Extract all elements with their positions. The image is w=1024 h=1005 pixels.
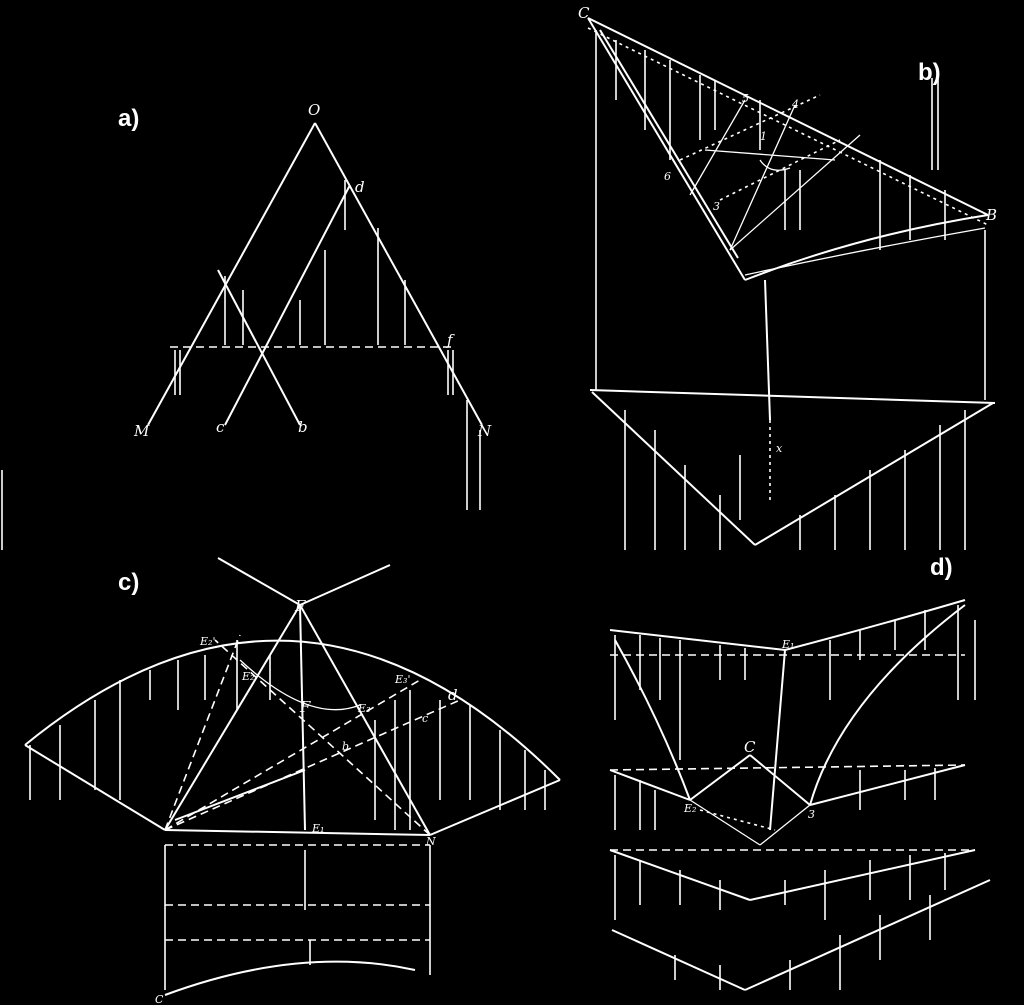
point-d-c: d [448, 686, 458, 704]
point-b-c: b [342, 740, 349, 753]
mid-v1-d [689, 754, 751, 801]
bottom-v-right [744, 879, 991, 991]
arm-left-c [217, 557, 301, 606]
point-E2-prime: E₂' [199, 635, 215, 648]
panel-c-label: c) [118, 569, 139, 596]
hatch-ticks-a [174, 180, 481, 510]
line-to-b [217, 269, 301, 426]
point-x: x [776, 442, 783, 455]
edge-C-bottom [587, 17, 746, 281]
mid-left-d [609, 769, 691, 801]
arm-right-c [299, 564, 391, 606]
point-E1-c: E₁ [311, 822, 324, 835]
point-N: N [477, 422, 492, 440]
v-left-b [591, 391, 756, 546]
point-C-d: C [744, 738, 756, 756]
point-N-c: N [425, 835, 436, 848]
dashed-C-d [164, 699, 461, 831]
point-E3: E₃ [357, 702, 370, 715]
dashed-C-E3 [164, 679, 421, 831]
point-F: F [299, 698, 311, 716]
line-5-6 [689, 99, 746, 196]
point-4: 4 [791, 98, 799, 111]
point-B-b: B [985, 206, 997, 224]
hatch-ticks-d [614, 605, 976, 990]
short-line-c [174, 769, 306, 821]
base-line-b [589, 389, 996, 404]
mid-right-d [809, 764, 966, 806]
dashed-N-E2p [214, 639, 431, 836]
small-arc [759, 159, 791, 171]
base-C-N [164, 829, 431, 836]
right-descent-d [809, 604, 966, 806]
dashed-C-E2 [164, 634, 241, 831]
point-3: 3 [713, 200, 720, 213]
dashed-middle-d [609, 764, 966, 771]
vertical-axis-c [299, 604, 306, 831]
lower-right-c [429, 779, 561, 836]
point-E1-d: E₁ [781, 638, 794, 651]
line-4-3 [729, 104, 796, 251]
point-C-c: C [155, 993, 164, 1005]
point-3-d: 3 [808, 808, 815, 821]
point-c: c [216, 418, 225, 436]
line-diag [729, 134, 861, 251]
curve-to-B [744, 214, 989, 281]
curve-inner-B [744, 227, 986, 276]
center-line-d [769, 649, 786, 831]
point-f: f [446, 331, 455, 349]
dotted-line-6-5 [679, 94, 821, 161]
panel-b: b) [578, 4, 997, 550]
point-6: 6 [664, 170, 671, 183]
point-d: d [355, 178, 365, 196]
point-M: M [133, 422, 150, 440]
cluster-2 [759, 804, 811, 846]
point-C-b: C [578, 4, 590, 22]
dotted-line-3-4 [719, 139, 841, 201]
panel-b-label: b) [918, 59, 941, 86]
mid-v2-d [749, 754, 811, 806]
point-E2-d: E₂ [683, 802, 696, 815]
panel-c: c) [24, 557, 561, 1005]
hatch-ticks-b [595, 30, 986, 550]
lower-v-right [749, 849, 976, 901]
line-C-apex [164, 604, 301, 831]
left-descent-d [614, 639, 691, 801]
arc-F [239, 659, 361, 711]
line-d-to-c [224, 184, 351, 426]
vertical-axis-b [764, 279, 771, 421]
arc-main-c [24, 639, 561, 781]
v-right-b [754, 402, 994, 546]
point-5: 5 [742, 92, 749, 105]
hatch-ticks-c [29, 640, 546, 965]
cluster-1 [689, 799, 761, 846]
point-F-apex: F [294, 597, 306, 615]
line-N-apex [299, 604, 431, 836]
point-b: b [298, 418, 308, 436]
bottom-curve-c [164, 960, 416, 996]
panel-a-label: a) [118, 105, 139, 132]
panel-a: a) O d M c b N f [1, 101, 492, 550]
triangle-left-side [147, 122, 316, 426]
point-c-c: c [422, 712, 428, 725]
triangle-right-side [314, 122, 483, 426]
point-1: 1 [760, 130, 767, 143]
panel-d: d) [609, 554, 991, 991]
point-E2: E₂ [241, 670, 254, 683]
dotted-C-B [587, 27, 989, 226]
line-1 [704, 149, 836, 161]
inner-edge-C [599, 29, 739, 259]
cluster-dotted [699, 809, 776, 831]
point-E3-prime: E₃' [394, 673, 410, 686]
panel-d-label: d) [930, 554, 953, 581]
bottom-v-left [611, 929, 746, 991]
point-O: O [308, 101, 320, 119]
edge-C-B [587, 17, 989, 216]
